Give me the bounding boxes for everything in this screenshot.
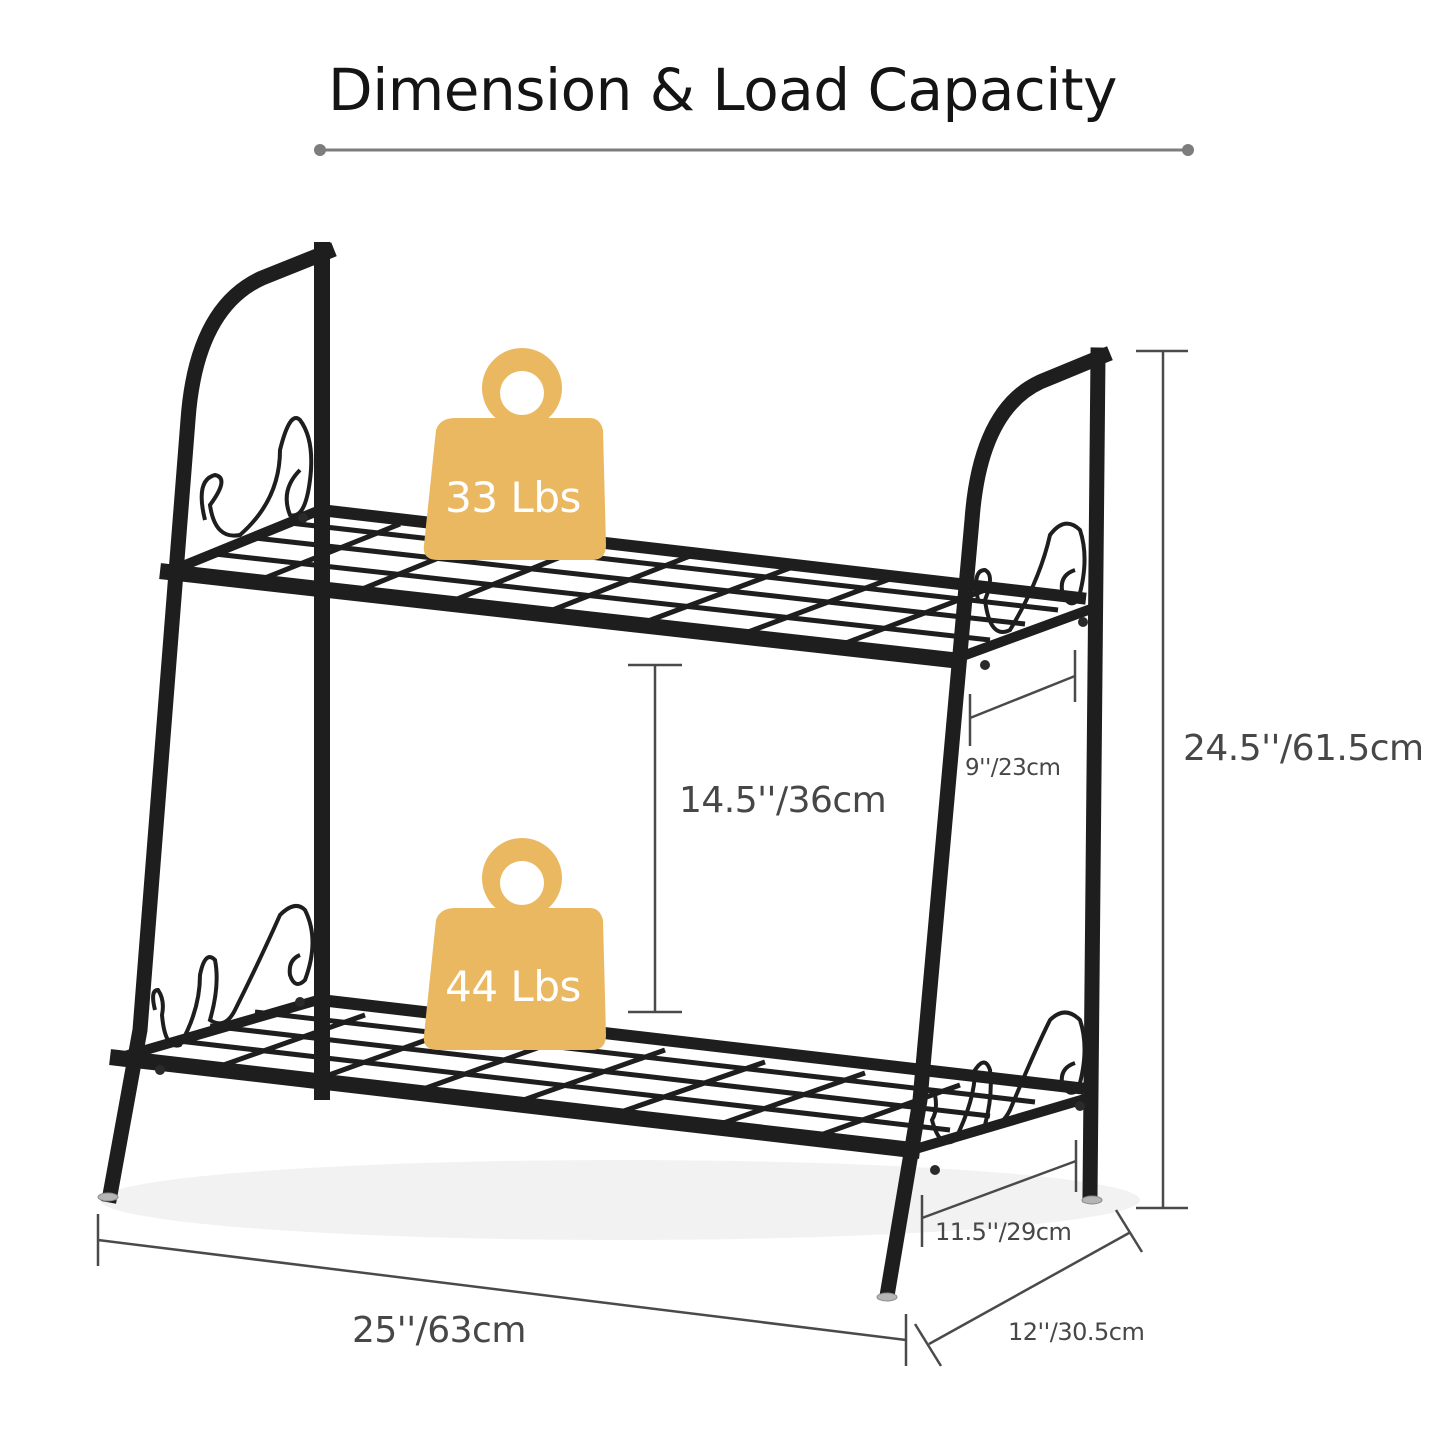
weight-icon (423, 348, 606, 560)
shelf-spacing-label: 14.5''/36cm (679, 780, 887, 821)
top-shelf-grid (214, 520, 1059, 649)
title-divider (314, 144, 1194, 156)
decorative-scroll-top-right (974, 521, 1087, 634)
top-shelf-load-label: 33 Lbs (445, 473, 581, 522)
floor-shadow (100, 1160, 1140, 1240)
decorative-scroll-bottom-right (923, 1010, 1087, 1145)
bottom-shelf-depth-label: 11.5''/29cm (935, 1218, 1072, 1246)
base-depth-label: 12''/30.5cm (1008, 1318, 1145, 1346)
decorative-scroll-top-left (199, 416, 314, 538)
bolts (155, 513, 1088, 1175)
page-title: Dimension & Load Capacity (328, 56, 1117, 124)
top-shelf-depth-label: 9''/23cm (965, 755, 1061, 781)
total-height-label: 24.5''/61.5cm (1183, 728, 1424, 769)
plant-stand-frame (101, 242, 1113, 1299)
bottom-shelf-load-label: 44 Lbs (445, 962, 581, 1011)
weight-icon (423, 838, 606, 1050)
decorative-scroll-bottom-left (151, 904, 315, 1048)
feet (97, 1192, 1103, 1302)
dimension-lines (96, 349, 1188, 1367)
width-label: 25''/63cm (352, 1310, 526, 1351)
